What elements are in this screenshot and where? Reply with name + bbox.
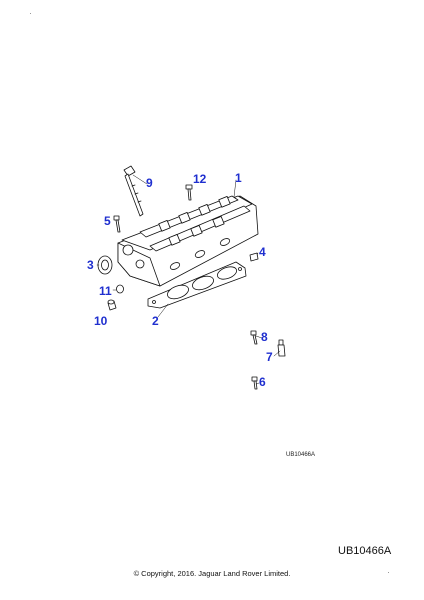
diagram-reference-small: UB10466A [286,452,316,458]
diagram-reference-id: UB10466A [338,545,392,557]
callout-2[interactable]: 2 [152,314,159,328]
leader-lines [96,174,281,385]
callout-11[interactable]: 11 [99,284,112,298]
corner-mark [30,13,31,14]
callout-3[interactable]: 3 [87,258,94,272]
bolt-6[interactable] [251,376,258,390]
plug-4[interactable] [249,252,259,262]
stud-7[interactable] [277,339,286,357]
callout-8[interactable]: 8 [261,330,268,344]
callout-10[interactable]: 10 [94,314,108,328]
cylinder-head[interactable] [117,195,259,287]
callout-1[interactable]: 1 [235,171,242,185]
callout-6[interactable]: 6 [259,375,266,389]
camshaft-seal[interactable] [97,255,113,275]
copyright-notice: © Copyright, 2016. Jaguar Land Rover Lim… [133,569,291,578]
sleeve-10[interactable] [107,299,117,311]
bolt-5[interactable] [113,215,121,233]
callout-9[interactable]: 9 [146,176,153,190]
head-bolt-long[interactable] [123,165,144,217]
bolt-8[interactable] [250,330,258,345]
callout-12[interactable]: 12 [193,172,207,186]
callout-5[interactable]: 5 [104,214,111,228]
head-gasket[interactable] [147,261,247,309]
corner-mark [388,572,389,573]
callout-4[interactable]: 4 [259,245,266,259]
bolt-12[interactable] [185,184,193,201]
callout-7[interactable]: 7 [266,350,273,364]
washer-11[interactable] [116,284,124,294]
